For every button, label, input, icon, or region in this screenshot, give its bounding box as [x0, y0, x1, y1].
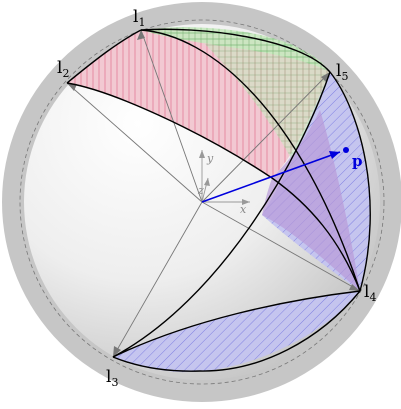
- axis-label-x: x: [240, 203, 247, 216]
- edge-l1-l5: [140, 28, 331, 73]
- edge-l3-l4: [112, 290, 361, 358]
- region-overlap-green: [205, 44, 330, 160]
- vector-p: [201, 151, 341, 203]
- vertex-label-l3: l3: [106, 367, 118, 389]
- vertex-label-l1: l1: [133, 7, 145, 29]
- region-green: [141, 27, 330, 73]
- spoke-l4: [201, 201, 361, 292]
- edge-l2-l4: [66, 82, 361, 292]
- spoke-l5: [201, 71, 331, 203]
- region-blue-bottom: [113, 291, 360, 373]
- edge-l3-l4-outer: [112, 290, 361, 372]
- point-p-dot: [343, 147, 349, 153]
- vertex-label-l5: l5: [336, 61, 348, 83]
- axis-label-y: y: [206, 152, 214, 165]
- edges: [66, 28, 371, 372]
- spokes: [66, 29, 361, 358]
- edge-l5-l4: [329, 71, 371, 292]
- spoke-l2: [66, 82, 203, 203]
- region-overlap-purple: [262, 110, 360, 291]
- spoke-l3: [112, 201, 203, 358]
- vertex-label-l2: l2: [57, 58, 69, 80]
- edge-l2-l1: [66, 29, 142, 84]
- axis-arrowheads: [199, 150, 250, 205]
- edge-l1-l4: [140, 29, 361, 292]
- edge-l5-l3: [112, 71, 331, 358]
- equator-dashed-circle: [19, 19, 385, 385]
- axis-label-z: z: [197, 184, 204, 197]
- point-p-label: p: [352, 152, 363, 170]
- vertex-label-l4: l4: [364, 282, 376, 304]
- vector-p-arrowhead: [329, 151, 340, 159]
- spoke-l1: [140, 29, 203, 203]
